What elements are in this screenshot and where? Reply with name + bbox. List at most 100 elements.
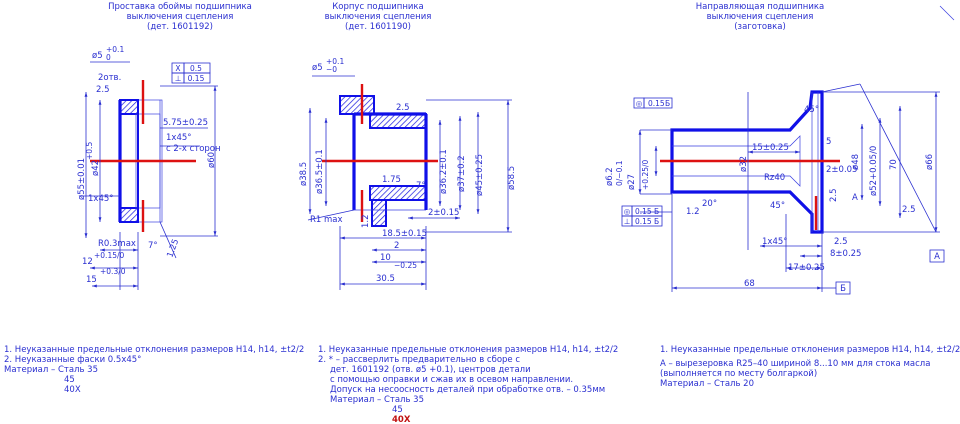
part3-title-line2: выключения сцепления: [707, 12, 814, 22]
part2-title-line3: (дет. 1601190): [345, 22, 411, 32]
part3-note-4: Материал – Сталь 20: [660, 379, 754, 389]
part1-note-2: 2. Неуказанные фаски 0.5x45°: [4, 355, 141, 365]
part2-d37: ø37±0.2: [457, 155, 467, 192]
part1-title-line3: (дет. 1601192): [147, 22, 213, 32]
part1-tol-sym-1: X: [175, 64, 180, 73]
part2-note-1: 1. Неуказанные предельные отклонения раз…: [318, 345, 618, 355]
part1-ang: 7°: [148, 241, 158, 251]
part3-note-1: 1. Неуказанные предельные отклонения раз…: [660, 345, 960, 355]
part1-tol-val-2: 0.15: [188, 74, 205, 83]
part1-tol-sym-2: ⊥: [175, 74, 182, 83]
part2-note-3: дет. 1601192 (отв. ø5 +0.1), центров дет…: [330, 365, 531, 375]
part1-title-line2: выключения сцепления: [127, 12, 234, 22]
part3-d62-tol: 0/−0.1: [615, 160, 624, 186]
part3-tol-mid-ref: Б: [654, 207, 659, 216]
part3-note-3: (выполняется по месту болгаркой): [660, 369, 817, 379]
part3-d62: ø6.2: [605, 167, 615, 186]
part2-len10-tol: −0.25: [394, 261, 417, 270]
part3-circle-symbol-2: ◎: [624, 207, 631, 216]
part2-drawing: Корпус подшипника выключения сцепления (…: [299, 2, 618, 424]
part1-r03: R0.3max: [98, 239, 136, 249]
part2-d385: ø38.5: [299, 162, 309, 186]
part3-d27: ø27: [627, 174, 637, 190]
part1-d15-tol: +0.3/0: [100, 267, 126, 276]
part3-mark-b-box: Б: [840, 284, 846, 294]
part1-d5-dn: 0: [106, 53, 111, 62]
part1-tol-val-1: 0.5: [190, 64, 202, 73]
part3-dim2: 2±0.05: [826, 165, 857, 175]
part1-drawing: Проставка обоймы подшипника выключения с…: [4, 2, 304, 395]
part3-tol-mid: 0.15: [635, 207, 652, 216]
part3-d48: ø48: [851, 154, 861, 170]
part3-rough: 2.5: [902, 205, 916, 215]
part1-chamfer2: 1x45°: [88, 194, 114, 204]
part3-title-line1: Направляющая подшипника: [696, 2, 824, 12]
part3-ang45: 45°: [770, 201, 785, 211]
part1-len1: 5.75±0.25: [163, 118, 208, 128]
part3-r40: Rz40: [764, 173, 785, 183]
part1-note-5: 40Х: [64, 385, 81, 395]
part3-d27-tol: +0.25/0: [641, 159, 650, 190]
part2-d585: ø58.5: [507, 166, 517, 190]
part3-ang20: 20°: [702, 199, 717, 209]
part1-d55: ø55±0.01: [77, 158, 87, 200]
part1-chamfer1: 1x45°: [166, 133, 192, 143]
part2-d175: 1.75: [382, 175, 401, 185]
part3-perp-symbol: ⊥: [624, 217, 631, 226]
part1-note-1: 1. Неуказанные предельные отклонения раз…: [4, 345, 304, 355]
part2-len305: 30.5: [376, 274, 395, 284]
part2-dim12: 1.2: [361, 214, 371, 228]
part1-holes: 2отв.: [98, 73, 121, 83]
part3-len25: 2.5: [834, 237, 848, 247]
part2-d362: ø36.2±0.1: [439, 149, 449, 194]
part1-d5-up: +0.1: [106, 45, 124, 54]
part2-note-8: 40Х: [392, 415, 411, 424]
part2-len10: 10: [380, 253, 391, 263]
part3-len17: 17±0.25: [788, 263, 825, 273]
part3-tol-low-ref: Б: [654, 217, 659, 226]
part3-rough2: 2.5: [829, 188, 839, 202]
part2-len185: 18.5±0.15: [382, 229, 427, 239]
part1-d5: ø5: [92, 51, 103, 61]
part3-d32: ø32: [739, 156, 749, 172]
part3-len68: 68: [744, 279, 755, 289]
part1-chamfer1-note: с 2-х сторон: [166, 144, 221, 154]
part1-d42: ø42: [91, 160, 101, 176]
part1-d60: ø60: [207, 152, 217, 168]
part3-d66: ø66: [925, 154, 935, 170]
part3-d52: ø52+0.05/0: [869, 146, 879, 196]
part3-tol-top-ref: Б: [665, 99, 670, 108]
part3-mark-a: A: [852, 193, 858, 203]
part1-title-line1: Проставка обоймы подшипника: [108, 2, 252, 12]
part3-len15: 15±0.25: [752, 143, 789, 153]
part1-d125: 1.25: [165, 238, 181, 259]
part1-rough: 2.5: [96, 85, 110, 95]
part2-note-6: Материал – Сталь 35: [330, 395, 424, 405]
part3-tol-low: 0.15: [635, 217, 652, 226]
part1-d12-tol: +0.15/0: [94, 251, 125, 260]
part3-drawing: Направляющая подшипника выключения сцепл…: [605, 2, 960, 389]
part2-rough: 2.5: [396, 103, 410, 113]
part3-dim12: 1.2: [686, 207, 700, 217]
part1-note-4: 45: [64, 375, 75, 385]
part3-ang45b: 45°: [804, 105, 819, 115]
part2-d5-dn: −0: [326, 65, 337, 74]
part3-tol-top: 0.15: [648, 99, 665, 108]
part2-note-2: 2. * – рассверлить предварительно в сбор…: [318, 355, 520, 365]
part2-note-7: 45: [392, 405, 403, 415]
part3-ch1x45: 1x45°: [762, 237, 788, 247]
part2-ang: 7°: [416, 181, 426, 191]
part2-title-line2: выключения сцепления: [325, 12, 432, 22]
part2-d5-up: +0.1: [326, 57, 344, 66]
part3-mark-a-box: A: [934, 252, 940, 262]
part3-len8: 8±0.25: [830, 249, 861, 259]
part1-note-3: Материал – Сталь 35: [4, 365, 98, 375]
part1-d42-up: +0.5: [85, 142, 94, 160]
part1-d12: 12: [82, 257, 93, 267]
part2-title-line1: Корпус подшипника: [332, 2, 424, 12]
part3-d70: 70: [889, 159, 899, 170]
part3-dim5: 5: [826, 137, 831, 147]
part2-d45: ø45±0.25: [475, 154, 485, 196]
part2-len2b: 2: [394, 241, 399, 251]
